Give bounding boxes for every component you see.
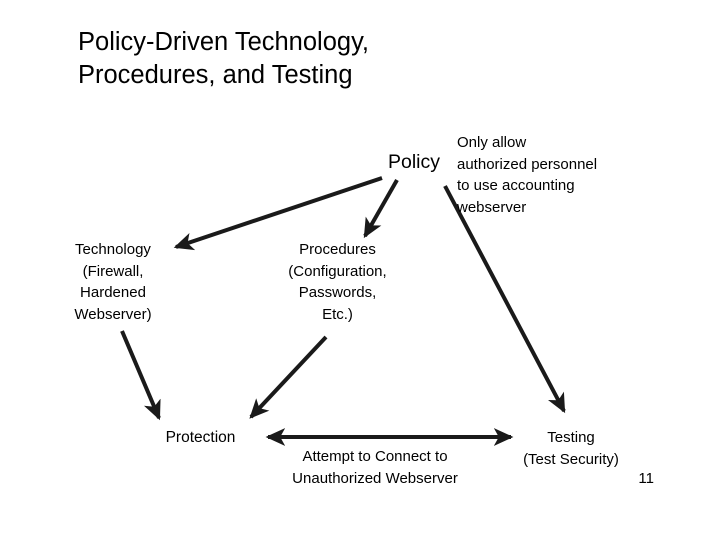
arrow-policy-to-procedures xyxy=(363,179,399,239)
node-policy-label: Policy xyxy=(387,151,440,173)
page-title: Policy-Driven Technology, Procedures, an… xyxy=(78,28,370,89)
arrow-technology-to-protection xyxy=(120,330,161,421)
node-protection: Protection xyxy=(165,429,236,446)
arrow-policy-to-testing xyxy=(443,185,566,414)
node-technology: Technology (Firewall, Hardened Webserver… xyxy=(74,241,152,323)
arrow-procedures-to-attempt xyxy=(249,335,328,419)
connector-attempt-label: Attempt to Connect to Unauthorized Webse… xyxy=(292,448,458,487)
arrow-policy-to-technology xyxy=(173,176,383,251)
slide-number: 11 xyxy=(638,470,654,487)
node-testing: Testing (Test Security) xyxy=(523,429,619,468)
node-procedures: Procedures (Configuration, Passwords, Et… xyxy=(288,241,387,323)
node-policy-description: Only allow authorized personnel to use a… xyxy=(457,134,598,216)
